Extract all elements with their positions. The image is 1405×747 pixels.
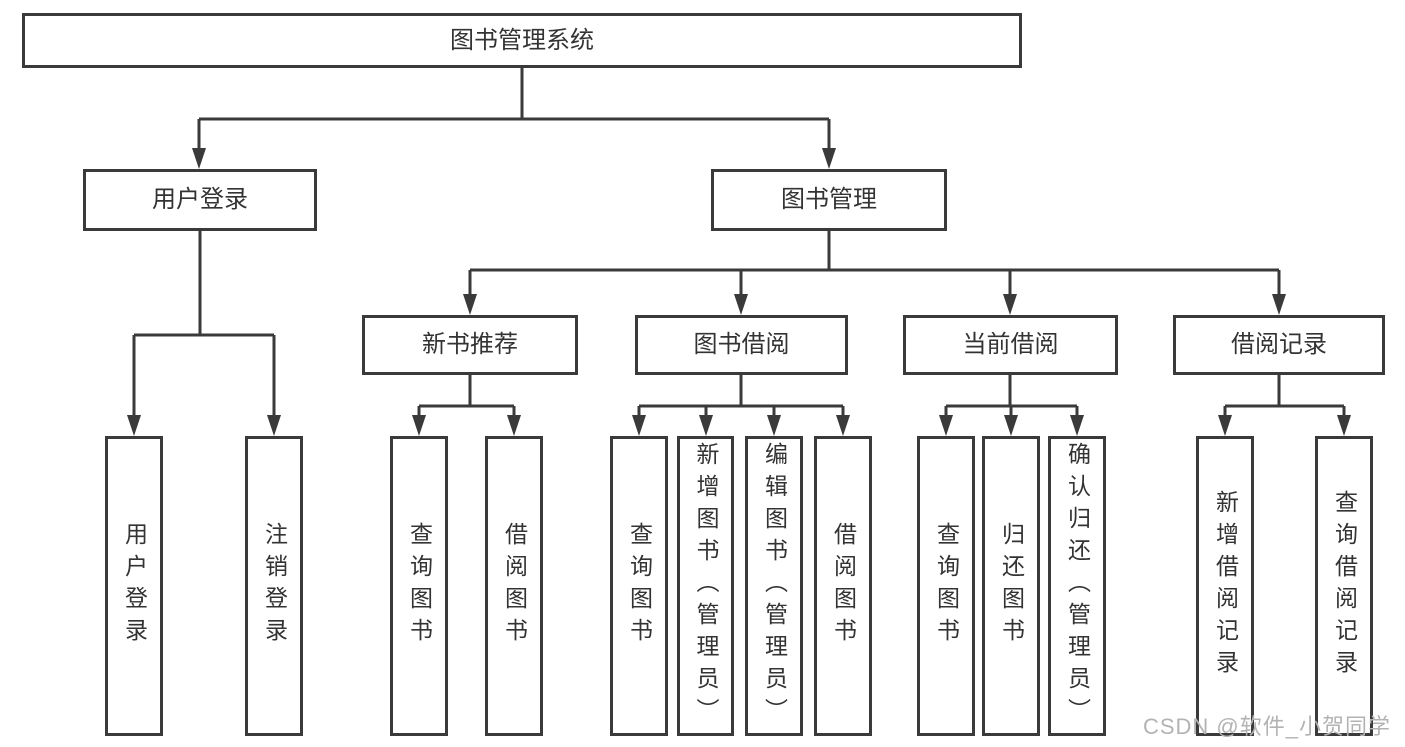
- node-user-login: 用户登录: [83, 169, 317, 231]
- connector-book-mgmt-to-level3: [463, 231, 1286, 315]
- node-leaf-query-borrow-record: 查询借阅记录: [1315, 436, 1373, 736]
- node-book-borrow: 图书借阅: [635, 315, 848, 375]
- node-leaf-logout: 注销登录: [245, 436, 303, 736]
- node-root: 图书管理系统: [22, 13, 1022, 68]
- connector-borrow-records-to-leaves: [1218, 375, 1351, 436]
- node-book-mgmt: 图书管理: [711, 169, 947, 231]
- node-leaf-edit-books-admin: 编辑图书（管理员）: [745, 436, 803, 736]
- node-borrow-records: 借阅记录: [1173, 315, 1385, 375]
- node-leaf-return-books: 归还图书: [982, 436, 1040, 736]
- connector-user-login-to-leaves: [127, 231, 281, 436]
- node-leaf-add-borrow-record: 新增借阅记录: [1196, 436, 1254, 736]
- connector-new-book-to-leaves: [412, 375, 521, 436]
- node-leaf-borrow-books-recommend: 借阅图书: [485, 436, 543, 736]
- node-leaf-query-books-borrow: 查询图书: [610, 436, 668, 736]
- node-leaf-confirm-return-admin: 确认归还（管理员）: [1048, 436, 1106, 736]
- node-leaf-add-books-admin: 新增图书（管理员）: [677, 436, 734, 736]
- connector-root-to-level2: [192, 68, 836, 169]
- node-new-book-recommend: 新书推荐: [362, 315, 578, 375]
- node-current-borrow: 当前借阅: [903, 315, 1118, 375]
- connector-book-borrow-to-leaves: [632, 375, 850, 436]
- node-leaf-query-books-current: 查询图书: [917, 436, 975, 736]
- node-leaf-user-login: 用户登录: [105, 436, 163, 736]
- node-leaf-borrow-books: 借阅图书: [814, 436, 872, 736]
- node-leaf-query-books-recommend: 查询图书: [390, 436, 448, 736]
- connector-current-borrow-to-leaves: [939, 375, 1084, 436]
